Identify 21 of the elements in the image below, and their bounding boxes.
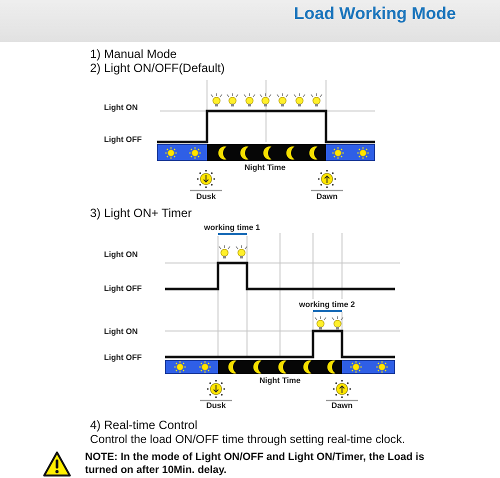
event-label: Dusk [196, 192, 216, 202]
duration-label: working time 1 [204, 223, 260, 233]
section-heading: 2) Light ON/OFF(Default) [90, 60, 225, 76]
duration-label: working time 2 [299, 300, 355, 310]
level-label: Light OFF [104, 284, 142, 294]
section-heading: 3) Light ON+ Timer [90, 206, 192, 220]
section-heading: 4) Real-time Control [90, 418, 198, 432]
description-text: Control the load ON/OFF time through setting real-time clock. [90, 433, 406, 447]
period-label: Night Time [259, 376, 301, 386]
level-label: Light ON [104, 250, 138, 260]
event-label: Dawn [331, 401, 353, 411]
event-label: Dusk [206, 401, 226, 411]
period-label: Night Time [244, 163, 286, 173]
level-label: Light ON [104, 103, 138, 113]
section-heading: 1) Manual Mode [90, 46, 177, 62]
event-label: Dawn [316, 192, 338, 202]
level-label: Light ON [104, 327, 138, 337]
page-title: Load Working Mode [294, 4, 456, 24]
level-label: Light OFF [104, 135, 142, 145]
note-text: NOTE: In the mode of Light ON/OFF and Light ON/Timer, the Load is turned on after 10Min. delay. [85, 451, 426, 477]
level-label: Light OFF [104, 353, 142, 363]
